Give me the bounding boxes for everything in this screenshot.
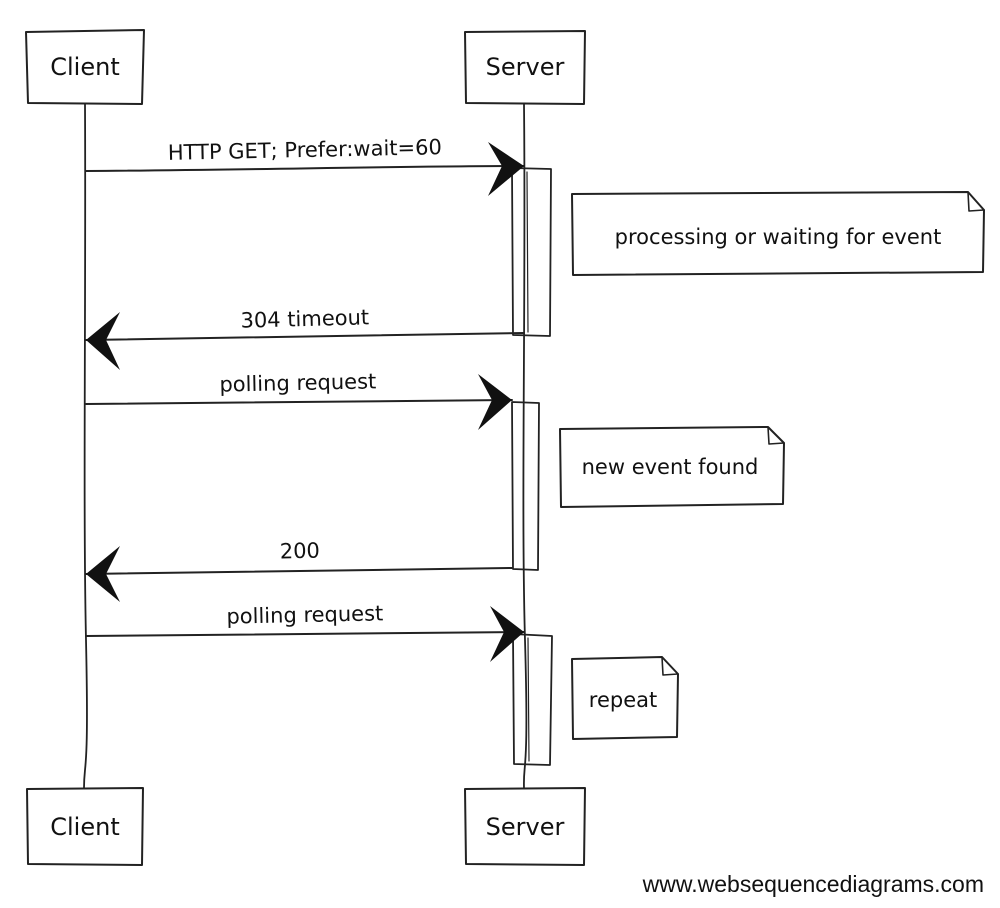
message-arrow: 200: [85, 538, 513, 602]
server-lifeline: [522, 103, 528, 789]
note: repeat: [571, 656, 679, 740]
message-label: polling request: [226, 601, 383, 628]
note-text: repeat: [589, 688, 657, 712]
activation-bar: [511, 167, 552, 337]
arrowhead: [488, 142, 524, 196]
message-label: polling request: [219, 369, 376, 396]
participant-client-bottom: Client: [26, 787, 144, 866]
message-label: HTTP GET; Prefer:wait=60: [168, 135, 442, 165]
arrowhead: [490, 606, 524, 662]
arrowhead: [86, 312, 120, 370]
participant-client-top-label: Client: [50, 53, 119, 81]
message-arrow: HTTP GET; Prefer:wait=60: [85, 135, 525, 196]
note: new event found: [559, 426, 785, 508]
client-lifeline: [83, 103, 88, 789]
arrowhead: [86, 546, 120, 602]
activation-bar: [511, 401, 540, 571]
note-text: processing or waiting for event: [615, 225, 942, 249]
message-arrow: 304 timeout: [85, 305, 525, 370]
note: processing or waiting for event: [571, 191, 985, 276]
watermark: www.websequencediagrams.com: [642, 871, 984, 897]
activation-bar: [512, 633, 553, 766]
participant-server-bottom-label: Server: [486, 813, 565, 841]
participant-server-top: Server: [464, 30, 586, 105]
message-arrow: polling request: [85, 601, 525, 662]
message-arrow: polling request: [85, 369, 513, 430]
arrowhead: [478, 374, 512, 430]
note-text: new event found: [582, 455, 759, 479]
participant-server-bottom: Server: [464, 787, 586, 866]
participant-server-top-label: Server: [486, 53, 565, 81]
participant-client-top: Client: [25, 29, 145, 105]
message-label: 304 timeout: [240, 305, 369, 332]
participant-client-bottom-label: Client: [50, 813, 119, 841]
message-label: 200: [279, 538, 320, 563]
